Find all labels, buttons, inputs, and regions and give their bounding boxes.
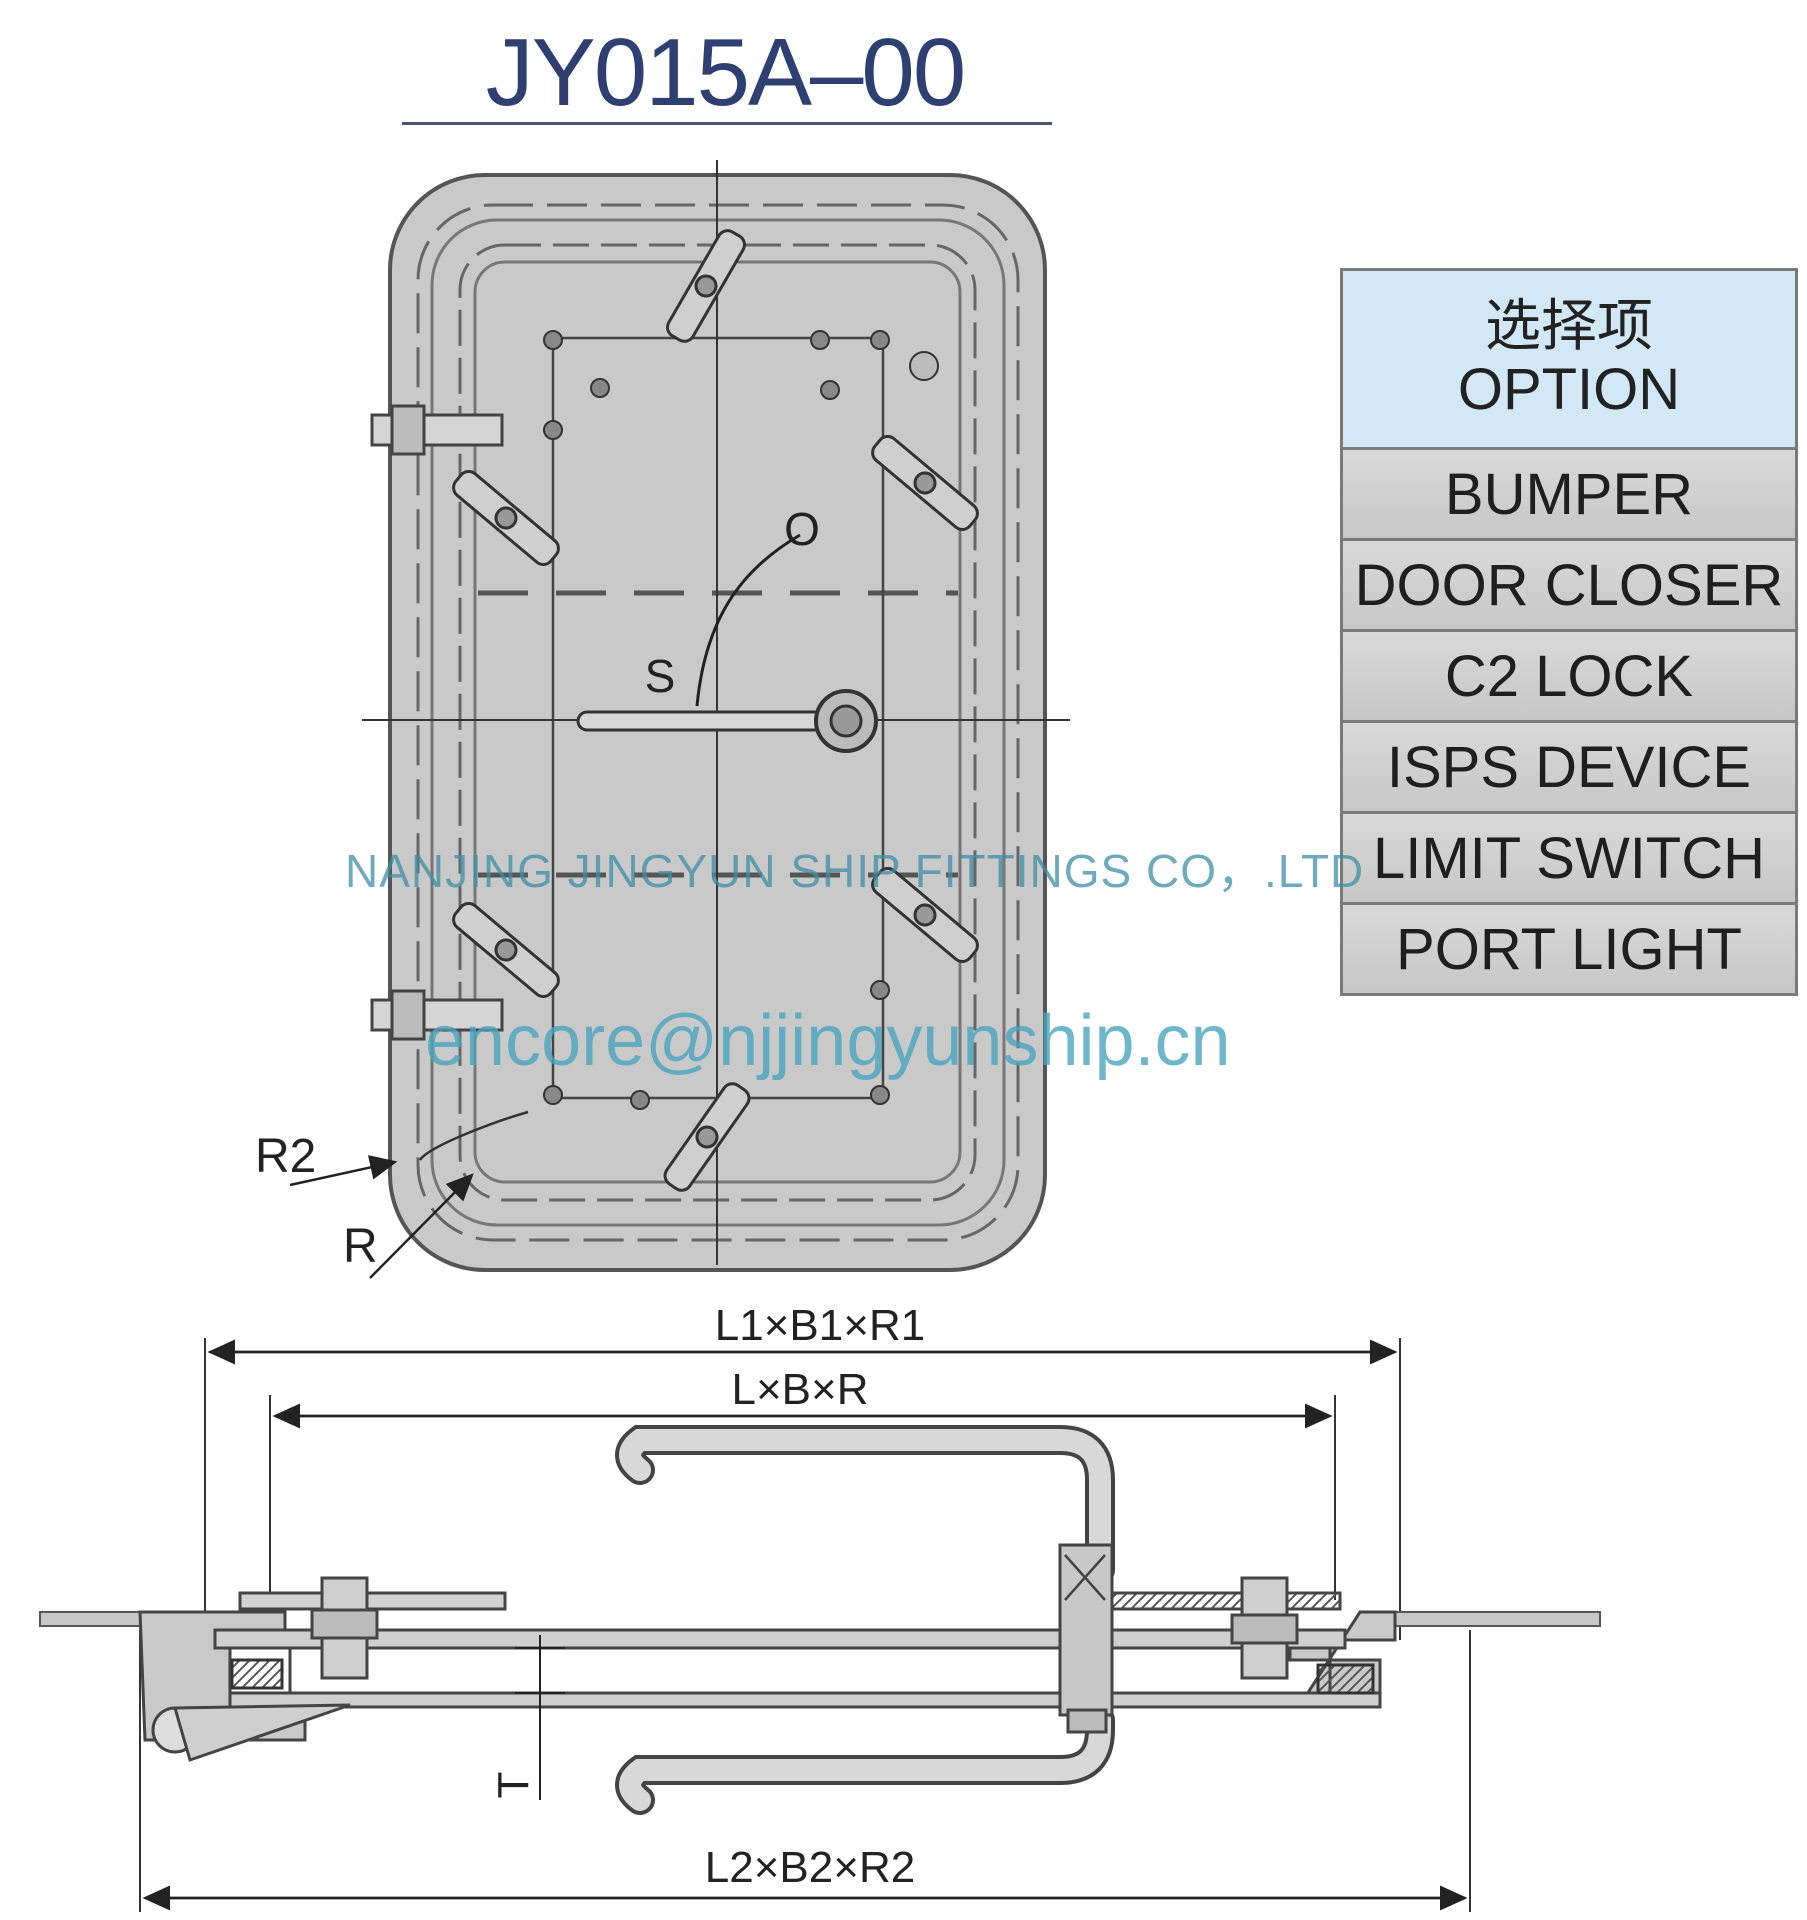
option-row-isps-device: ISPS DEVICE xyxy=(1343,723,1795,814)
option-row-bumper: BUMPER xyxy=(1343,450,1795,541)
handle-upper xyxy=(615,1425,1115,1585)
corner-brackets xyxy=(543,330,939,1110)
r2-leader xyxy=(289,1155,398,1187)
door-section-view xyxy=(39,1338,1601,1912)
model-title: JY015A–00 xyxy=(485,19,966,126)
dog-left-lower xyxy=(452,902,560,998)
dog-top xyxy=(666,229,746,343)
door-leaf-bottom xyxy=(228,1691,1382,1709)
option-row-port-light: PORT LIGHT xyxy=(1343,905,1795,993)
door-handle xyxy=(576,710,850,732)
r-label: R xyxy=(343,1220,378,1273)
watermark-email: encore@njjingyunship.cn xyxy=(425,1001,1231,1081)
gasket-right xyxy=(1316,1663,1375,1695)
door-leaf-top xyxy=(213,1628,1347,1650)
dim-frame-label: L1×B1×R1 xyxy=(715,1301,925,1350)
dim-overall-label: L2×B2×R2 xyxy=(705,1843,915,1892)
option-header-en: OPTION xyxy=(1457,357,1681,422)
dog-bottom xyxy=(663,1082,751,1192)
dim-clear-label: L×B×R xyxy=(732,1365,869,1414)
thickness-label: T xyxy=(489,1772,538,1799)
option-table-header: 选择项 OPTION xyxy=(1343,271,1795,450)
dog-levers xyxy=(452,229,979,1192)
hinge-lower xyxy=(370,989,504,1041)
title-underline xyxy=(402,122,1052,125)
dog-left-upper xyxy=(452,470,560,566)
open-label: O xyxy=(784,503,820,555)
r-leader xyxy=(369,1173,474,1279)
shut-label: S xyxy=(645,650,676,702)
dog-arm-left xyxy=(238,1591,507,1611)
dog-right-upper xyxy=(871,435,979,531)
dog-arm-right xyxy=(1083,1591,1342,1611)
dog-right-lower xyxy=(871,867,979,963)
bulkhead-right xyxy=(1394,1611,1601,1627)
option-row-limit-switch: LIMIT SWITCH xyxy=(1343,814,1795,905)
handle-spindle xyxy=(1058,1543,1114,1717)
r2-label: R2 xyxy=(255,1130,316,1183)
option-row-c2-lock: C2 LOCK xyxy=(1343,632,1795,723)
door-front-view xyxy=(289,160,1070,1279)
option-header-cn: 选择项 xyxy=(1485,294,1653,359)
gasket-left xyxy=(230,1658,284,1690)
swing-arc xyxy=(695,533,801,707)
hinge-upper xyxy=(370,404,504,456)
option-row-door-closer: DOOR CLOSER xyxy=(1343,541,1795,632)
option-table: 选择项 OPTION BUMPER DOOR CLOSER C2 LOCK IS… xyxy=(1340,268,1798,996)
watermark-company: NANJING JINGYUN SHIP FITTINGS CO，.LTD xyxy=(345,845,1365,897)
